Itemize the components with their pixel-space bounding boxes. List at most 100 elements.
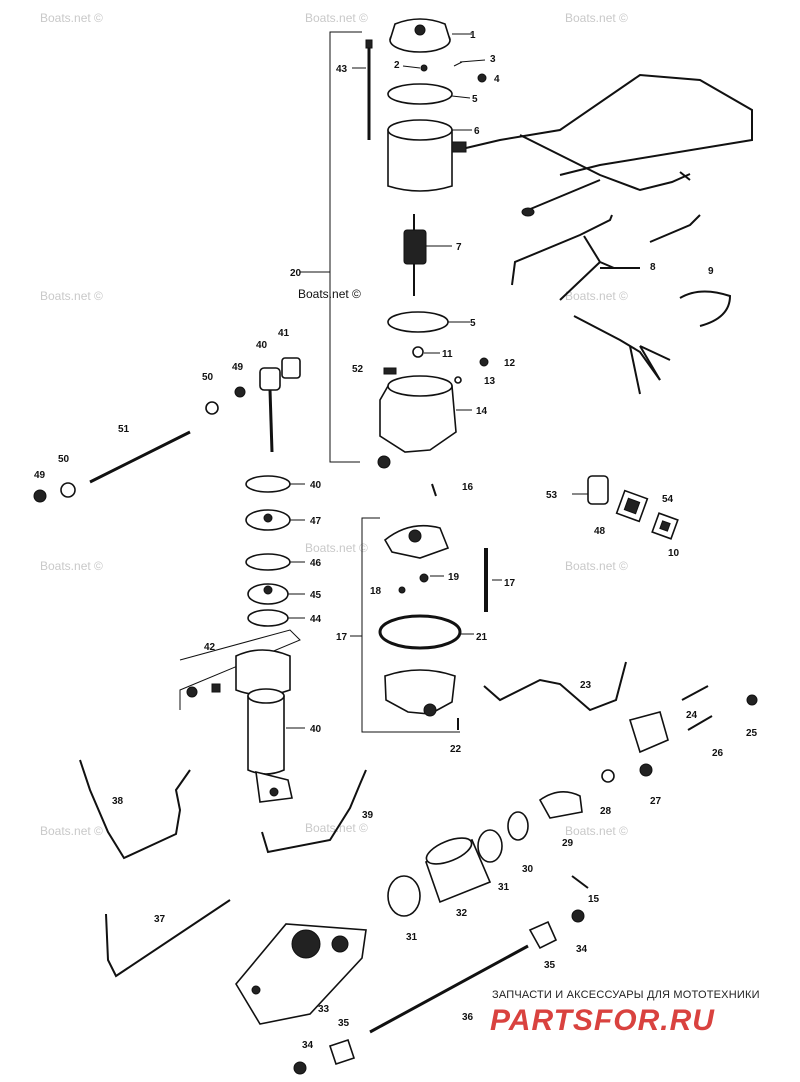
callout-48: 48 [594,526,606,537]
callout-9: 9 [708,266,714,277]
callout-20: 20 [290,268,302,279]
callout-29: 29 [562,838,574,849]
part-52-screw [383,367,397,375]
callout-13: 13 [484,376,496,387]
callout-24: 24 [686,710,698,721]
part-39-line [261,769,367,854]
watermark: Boats.net © [565,824,628,838]
part-35-fitting-left [328,1038,356,1066]
part-40-cylinder [247,688,293,803]
part-28-o-ring [601,769,615,783]
part-21-o-ring [378,614,462,650]
part-34-nut-right [571,909,585,923]
callout-32: 32 [456,908,468,919]
part-23-hose [483,661,627,712]
callout-40: 40 [256,340,268,351]
callout-50: 50 [202,372,214,383]
callout-47: 47 [310,516,322,527]
callout-14: 14 [476,406,488,417]
brand-tagline: ЗАПЧАСТИ И АКСЕССУАРЫ ДЛЯ МОТОТЕХНИКИ [492,989,760,1001]
callout-4: 4 [494,74,500,85]
callout-34: 34 [576,944,588,955]
callout-39: 39 [362,810,374,821]
callout-30: 30 [522,864,534,875]
brand-logo: PARTSFOR.RU [490,1004,715,1037]
callout-49b: 49 [34,470,46,481]
callout-5: 5 [472,94,478,105]
part-30-ring [507,811,529,841]
part-36-rod [369,944,529,1034]
watermark: Boats.net © [565,11,628,25]
part-26-screw [687,715,713,731]
part-17-bolt [484,548,502,612]
part-31-ring [477,829,503,863]
callout-1: 1 [470,30,476,41]
part-49-nut-lower [33,489,47,503]
callout-37: 37 [154,914,166,925]
part-8-wiring [511,214,701,395]
part-38-line [79,759,191,860]
callout-2: 2 [394,60,400,71]
part-19-check-valve [419,573,429,583]
callout-46: 46 [310,558,322,569]
part-33-manifold [235,923,367,1025]
callout-layer: 1 2 3 4 5 6 43 7 20 8 9 5 11 12 52 13 14… [34,30,758,1051]
group-20-bracket [300,31,362,463]
harness-lead [519,134,691,192]
callout-54: 54 [662,494,674,505]
callout-25: 25 [746,728,758,739]
callout-41: 41 [278,328,290,339]
part-6-motor-frame [387,119,472,192]
watermark: Boats.net © [565,559,628,573]
callout-53: 53 [546,490,558,501]
callout-3: 3 [490,54,496,65]
part-29-manual-release [538,791,583,819]
harness-lead-3 [679,171,691,181]
watermark: Boats.net © [305,11,368,25]
callout-19: 19 [448,572,460,583]
part-41-40-trunnion [259,357,301,453]
part-2-3-4-hardware [402,59,487,83]
watermark: Boats.net © [40,559,103,573]
watermark: Boats.net © [40,11,103,25]
callout-21: 21 [476,632,488,643]
callout-33: 33 [318,1004,330,1015]
harness-cable [465,73,753,176]
part-48-plate [615,489,649,523]
part-27-valve-block [628,711,669,777]
callout-35b: 35 [338,1018,350,1029]
part-32-cylinder [425,837,492,904]
part-49-nut-upper [234,386,246,398]
part-11-washer [412,346,424,358]
part-17-upper-housing [383,524,450,559]
part-40-cap [245,475,291,493]
callout-38: 38 [112,796,124,807]
watermark: Boats.net © [305,541,368,555]
callout-45: 45 [310,590,322,601]
part-5-ring-upper [387,83,453,105]
callout-49: 49 [232,362,244,373]
part-37-line [105,899,231,978]
callout-40c: 40 [310,724,322,735]
callout-8: 8 [650,262,656,273]
callout-36: 36 [462,1012,474,1023]
callout-7: 7 [456,242,462,253]
callout-27: 27 [650,796,662,807]
part-13-washer [454,376,462,384]
callout-17b: 17 [336,632,348,643]
part-53-switch [572,475,609,505]
part-46-o-ring [245,553,291,571]
callout-42: 42 [204,642,216,653]
part-35-fitting-right [528,920,558,950]
part-47-plate [245,509,291,531]
part-16-pin [431,483,437,497]
group-17-bracket [350,517,460,733]
callout-23: 23 [580,680,592,691]
part-50-washer-upper [205,401,219,415]
callout-28: 28 [600,806,612,817]
part-45-piston [247,583,289,605]
part-9-clamp [679,290,732,327]
part-42-reservoir-bracket [179,629,301,710]
part-51-shaft [89,430,191,484]
part-7-armature [403,214,452,296]
